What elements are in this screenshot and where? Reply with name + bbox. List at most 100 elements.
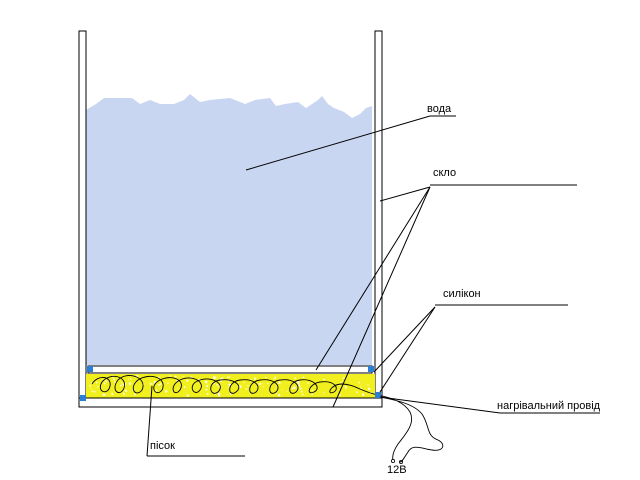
sand-speckle xyxy=(216,384,218,386)
sand-speckle xyxy=(186,394,190,397)
sand-speckle xyxy=(186,379,189,382)
glass-plate-inner xyxy=(87,365,373,374)
sand-speckle xyxy=(360,385,362,387)
sand-speckle xyxy=(95,381,98,384)
sand-speckle xyxy=(176,387,178,389)
sand-speckle xyxy=(275,385,277,387)
label-water: вода xyxy=(427,103,452,115)
label-sand: пісок xyxy=(150,440,175,452)
sand-speckle xyxy=(155,388,157,391)
sand-speckle xyxy=(212,376,216,379)
sand-speckle xyxy=(182,376,184,378)
sand-speckle xyxy=(367,384,369,386)
sand-speckle xyxy=(294,377,297,380)
sand-speckle xyxy=(169,375,171,377)
sand-speckle xyxy=(229,392,232,396)
sand-speckle xyxy=(302,376,305,379)
sand-speckle xyxy=(243,381,245,384)
sand-speckle xyxy=(291,388,293,390)
heating-wire-coil xyxy=(91,375,379,396)
sand-speckle xyxy=(89,384,91,387)
sand-speckle xyxy=(339,382,342,384)
sand-speckle xyxy=(122,392,125,396)
sand-speckle xyxy=(157,383,160,386)
sand-speckle xyxy=(277,393,281,397)
sand-speckle xyxy=(149,382,152,386)
sand-speckle xyxy=(258,382,262,386)
label-silicone: силікон xyxy=(443,288,481,300)
sand-speckle xyxy=(245,388,248,390)
sand-speckle xyxy=(278,381,281,385)
sand-speckle xyxy=(298,385,301,388)
sand-speckle xyxy=(227,386,229,388)
sand-speckle xyxy=(159,383,162,385)
sand-speckle xyxy=(121,382,123,384)
sand-speckle xyxy=(281,389,283,391)
sand-speckle xyxy=(129,378,132,380)
sand-speckle xyxy=(360,387,363,390)
sand-speckle xyxy=(97,385,99,388)
external-wire xyxy=(377,394,444,463)
sand-speckle xyxy=(273,378,275,380)
sand-speckle xyxy=(323,378,325,381)
sand-speckle xyxy=(267,382,269,385)
sand-speckle xyxy=(292,386,296,390)
sand-speckle xyxy=(221,377,224,380)
sand-speckle xyxy=(153,380,157,384)
silicone-marker xyxy=(368,366,374,372)
sand-speckle xyxy=(114,381,116,383)
leader-lines xyxy=(146,115,600,457)
label-heating-wire: нагрівальний провід xyxy=(497,400,601,412)
sand-speckle xyxy=(311,393,313,396)
sand-speckle xyxy=(275,392,277,395)
sand-speckle xyxy=(297,381,300,385)
sand-speckle xyxy=(102,393,106,397)
sand-speckle xyxy=(300,390,303,393)
sand-speckle xyxy=(247,385,249,387)
sand-speckle xyxy=(164,390,168,393)
sand-speckle xyxy=(218,394,221,397)
terminal-right xyxy=(398,459,403,464)
sand-speckle xyxy=(157,376,160,378)
silicone-marker xyxy=(80,395,86,401)
sand-speckle xyxy=(111,393,114,396)
sand-speckle xyxy=(358,381,361,384)
label-glass: скло xyxy=(433,167,456,179)
sand-speckle xyxy=(344,385,347,388)
silicone-marker xyxy=(87,366,93,372)
sand-speckle xyxy=(342,380,344,382)
sand-speckle xyxy=(226,376,229,379)
sand-speckle xyxy=(253,377,257,380)
sand-speckle xyxy=(216,377,218,379)
sand-speckle xyxy=(338,384,341,387)
sand-speckle xyxy=(238,381,240,383)
sand-speckle xyxy=(287,390,289,392)
sand-speckle xyxy=(307,382,309,384)
sand-speckle xyxy=(205,380,208,384)
sand-speckle xyxy=(265,376,267,379)
sand-speckle xyxy=(206,392,209,395)
glass-wall-left xyxy=(78,30,87,400)
sand-speckle xyxy=(312,389,314,391)
sand-speckle xyxy=(217,392,220,395)
sand-speckle xyxy=(299,387,302,390)
sand-speckle xyxy=(93,390,96,393)
sand-speckle xyxy=(205,388,208,391)
sand-speckle xyxy=(361,393,365,396)
sand-speckle xyxy=(301,393,304,396)
glass-bottom xyxy=(78,397,383,408)
sand-speckle xyxy=(345,387,347,389)
sand-speckle xyxy=(355,391,358,393)
sand-speckle xyxy=(238,385,242,388)
sand-speckle xyxy=(90,387,92,389)
sand-speckle xyxy=(128,382,132,385)
sand-speckle xyxy=(261,383,263,385)
sand-speckle xyxy=(152,383,154,385)
sand-speckle xyxy=(119,384,122,387)
sand-speckle xyxy=(339,394,341,396)
water-body xyxy=(86,94,372,365)
sand-speckle xyxy=(278,380,281,383)
sand-speckle xyxy=(274,376,277,379)
sand-speckle xyxy=(105,380,107,383)
terminal-left xyxy=(390,458,395,463)
